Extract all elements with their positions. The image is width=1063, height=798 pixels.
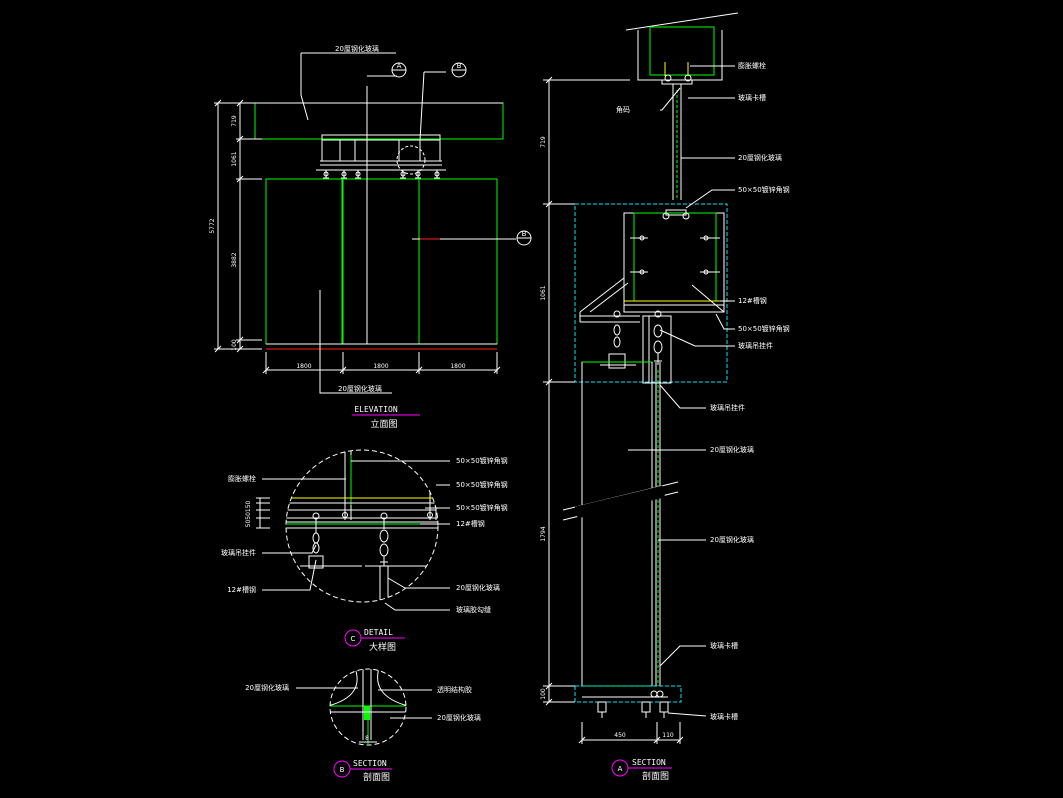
section-a-label-6: 12#槽钢 xyxy=(738,296,767,305)
detail-label-l1: 膨胀螺栓 xyxy=(228,474,256,483)
elevation-top-label: 20厘钢化玻璃 xyxy=(335,44,379,53)
beam-band xyxy=(254,102,504,140)
section-a-subtitle: 剖面图 xyxy=(642,770,669,782)
detail-label-r3: 50×50镀锌角钢 xyxy=(456,503,508,512)
elevation-dim-1061: 1061 xyxy=(231,151,238,166)
detail-title: DETAIL xyxy=(364,628,393,637)
section-a-label-2: 角码 xyxy=(616,105,630,114)
elevation-dim-w1: 1800 xyxy=(296,363,311,370)
section-a-title: SECTION xyxy=(632,758,666,767)
elevation-bottom-label: 20厘钢化玻璃 xyxy=(338,384,382,393)
detail-label-r2: 50×50镀锌角钢 xyxy=(456,480,508,489)
section-a-label-9: 玻璃吊挂件 xyxy=(710,403,745,412)
section-b-view: 20厘钢化玻璃 透明结构胶 20厘钢化玻璃 8 B SECTION 剖面图 xyxy=(245,668,481,783)
elevation-title: ELEVATION xyxy=(354,405,398,414)
detail-subtitle: 大样图 xyxy=(369,641,396,653)
detail-label-l3: 12#槽钢 xyxy=(227,585,256,594)
section-b-bubble-label: B xyxy=(340,766,345,774)
bubble-b2-label: B xyxy=(522,230,527,238)
section-a-label-5: 50×50镀锌角钢 xyxy=(738,185,790,194)
detail-label-l2: 玻璃吊挂件 xyxy=(221,548,256,557)
section-b-title: SECTION xyxy=(353,759,387,768)
section-a-label-1: 膨胀螺栓 xyxy=(738,61,766,70)
section-a-bubble-label: A xyxy=(618,765,623,773)
section-a-label-13: 玻璃卡槽 xyxy=(710,712,738,721)
section-a-label-7: 50×50镀锌角钢 xyxy=(738,324,790,333)
section-a-label-4: 20厘钢化玻璃 xyxy=(738,153,782,162)
section-a-dim-450: 450 xyxy=(614,732,626,739)
section-a-view: 719 1061 1794 100 450 110 膨胀螺栓 角 xyxy=(540,12,790,782)
detail-box xyxy=(574,203,728,383)
elevation-dim-w3: 1800 xyxy=(450,363,465,370)
elevation-hangers xyxy=(323,170,440,179)
elevation-dim-719: 719 xyxy=(231,115,238,127)
section-b-label-left: 20厘钢化玻璃 xyxy=(245,683,289,692)
detail-bubble-label: C xyxy=(351,635,356,643)
elevation-subtitle: 立面图 xyxy=(370,418,397,430)
section-b-label-r2: 20厘钢化玻璃 xyxy=(437,713,481,722)
section-a-dim-1794: 1794 xyxy=(540,526,547,541)
section-b-label-r1: 透明结构胶 xyxy=(437,685,472,694)
section-a-dim-719: 719 xyxy=(540,136,547,148)
bubble-a-label: A xyxy=(397,62,402,70)
detail-label-r5: 20厘钢化玻璃 xyxy=(456,583,500,592)
glass-panel-3 xyxy=(418,178,498,345)
detail-boundary xyxy=(285,449,439,603)
bubble-b1-label: B xyxy=(457,62,462,70)
section-b-dim: 8 xyxy=(365,735,369,742)
section-a-dim-1061: 1061 xyxy=(540,285,547,300)
elevation-dim-100: 100 xyxy=(231,339,238,351)
section-a-label-8: 玻璃吊挂件 xyxy=(738,341,773,350)
elevation-dim-3882: 3882 xyxy=(231,252,238,267)
elevation-dim-total: 5772 xyxy=(209,218,216,233)
main-glass xyxy=(581,361,653,687)
elevation-view: A B B 20厘钢化玻璃 20厘钢化玻璃 719 1061 3882 100 … xyxy=(209,44,532,430)
detail-dims: 5050150 xyxy=(245,500,252,527)
beam-block xyxy=(633,212,717,302)
section-a-label-11: 20厘钢化玻璃 xyxy=(710,535,754,544)
section-b-subtitle: 剖面图 xyxy=(363,771,390,783)
glass-panel-2 xyxy=(342,178,420,345)
detail-label-r1: 50×50镀锌角钢 xyxy=(456,456,508,465)
glass-panel-1 xyxy=(265,178,343,345)
section-a-dim-100: 100 xyxy=(540,688,547,700)
section-a-dim-110: 110 xyxy=(662,732,674,739)
section-a-label-12: 玻璃卡槽 xyxy=(710,641,738,650)
section-a-label-3: 玻璃卡槽 xyxy=(738,93,766,102)
detail-view: 50×50镀锌角钢 50×50镀锌角钢 50×50镀锌角钢 12#槽钢 20厘钢… xyxy=(221,449,508,653)
slab-top xyxy=(649,26,715,76)
detail-label-r6: 玻璃胶勾缝 xyxy=(456,605,491,614)
elevation-dim-w2: 1800 xyxy=(373,363,388,370)
section-a-label-10: 20厘钢化玻璃 xyxy=(710,445,754,454)
detail-label-r4: 12#槽钢 xyxy=(456,519,485,528)
